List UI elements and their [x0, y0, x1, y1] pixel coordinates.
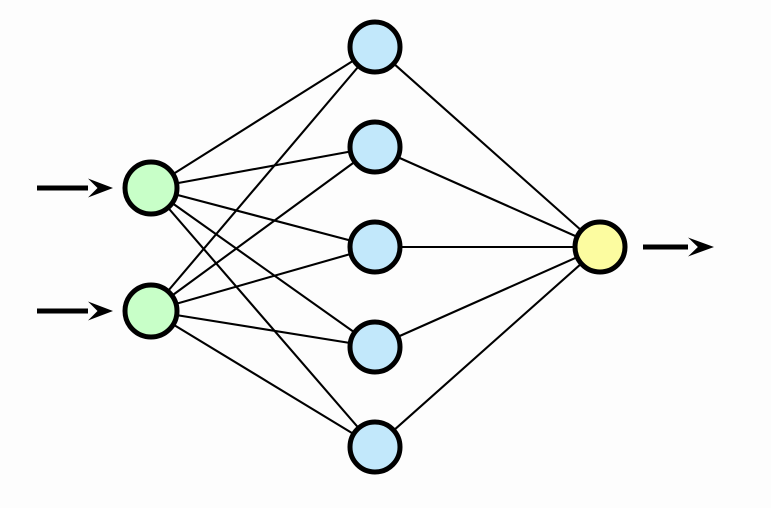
edges-group	[149, 45, 602, 449]
node-hidden-1[interactable]	[347, 19, 403, 75]
edge-input-2-to-hidden-4	[149, 309, 377, 349]
edge-input-1-to-hidden-1	[149, 45, 377, 190]
node-hidden-2[interactable]	[347, 119, 403, 175]
layer-input-layer	[122, 159, 180, 340]
node-input-1[interactable]	[122, 159, 180, 217]
io-arrows-group	[37, 178, 714, 321]
edge-input-2-to-hidden-5	[149, 309, 377, 449]
edge-hidden-4-to-output-1	[373, 245, 602, 349]
node-output-1[interactable]	[572, 219, 628, 275]
input-arrow-1-head	[88, 178, 113, 198]
edge-hidden-2-to-output-1	[373, 145, 602, 249]
node-hidden-4[interactable]	[347, 319, 403, 375]
node-input-2[interactable]	[122, 282, 180, 340]
input-arrow-1-icon	[37, 178, 113, 198]
edge-input-1-to-hidden-3	[149, 186, 377, 249]
node-hidden-5[interactable]	[347, 419, 403, 475]
output-arrow-1-head	[688, 237, 714, 257]
edge-input-1-to-hidden-5	[149, 186, 377, 449]
edge-input-2-to-hidden-2	[149, 145, 377, 313]
edge-input-1-to-hidden-2	[149, 145, 377, 190]
input-arrow-2-icon	[37, 301, 113, 321]
edge-hidden-1-to-output-1	[373, 45, 602, 249]
nodes-group	[122, 19, 628, 475]
layer-output-layer	[572, 219, 628, 275]
edge-hidden-5-to-output-1	[373, 245, 602, 449]
edge-input-2-to-hidden-1	[149, 45, 377, 313]
input-arrow-2-head	[88, 301, 113, 321]
edge-input-1-to-hidden-4	[149, 186, 377, 349]
output-arrow-1-icon	[643, 237, 714, 257]
edge-input-2-to-hidden-3	[149, 245, 377, 313]
layer-hidden-layer	[347, 19, 403, 475]
node-hidden-3[interactable]	[347, 219, 403, 275]
